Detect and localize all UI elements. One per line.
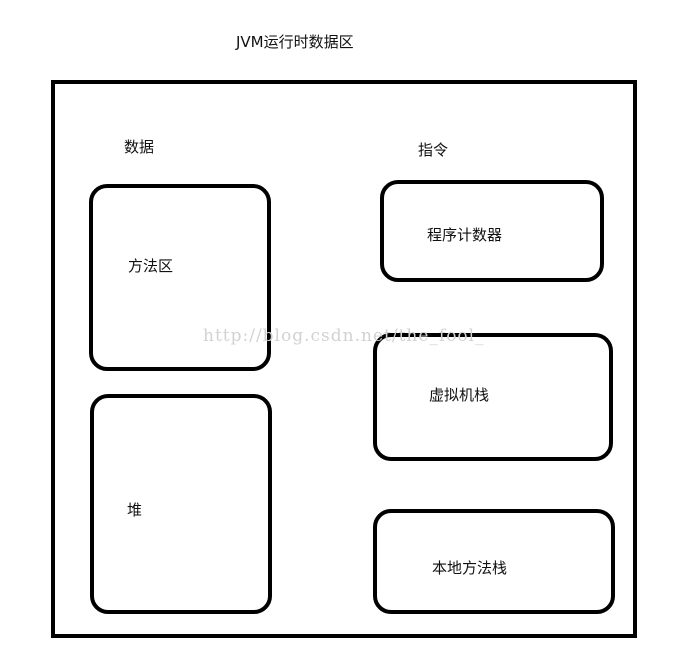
heap-label: 堆 <box>127 501 143 519</box>
runtime-data-area-frame <box>51 80 637 638</box>
heap-box: 堆 <box>90 394 272 614</box>
data-group-label: 数据 <box>124 138 155 156</box>
pc-register-box: 程序计数器 <box>380 180 604 282</box>
pc-register-label: 程序计数器 <box>427 226 503 244</box>
diagram-title: JVM运行时数据区 <box>236 33 354 51</box>
vm-stack-label: 虚拟机栈 <box>429 386 490 404</box>
watermark-text: http://blog.csdn.net/the_fool_ <box>203 326 485 346</box>
native-method-stack-label: 本地方法栈 <box>432 559 508 577</box>
instruction-group-label: 指令 <box>418 141 449 159</box>
method-area-box: 方法区 <box>89 184 271 371</box>
vm-stack-box: 虚拟机栈 <box>373 333 613 461</box>
method-area-label: 方法区 <box>128 257 174 275</box>
native-method-stack-box: 本地方法栈 <box>373 509 615 614</box>
